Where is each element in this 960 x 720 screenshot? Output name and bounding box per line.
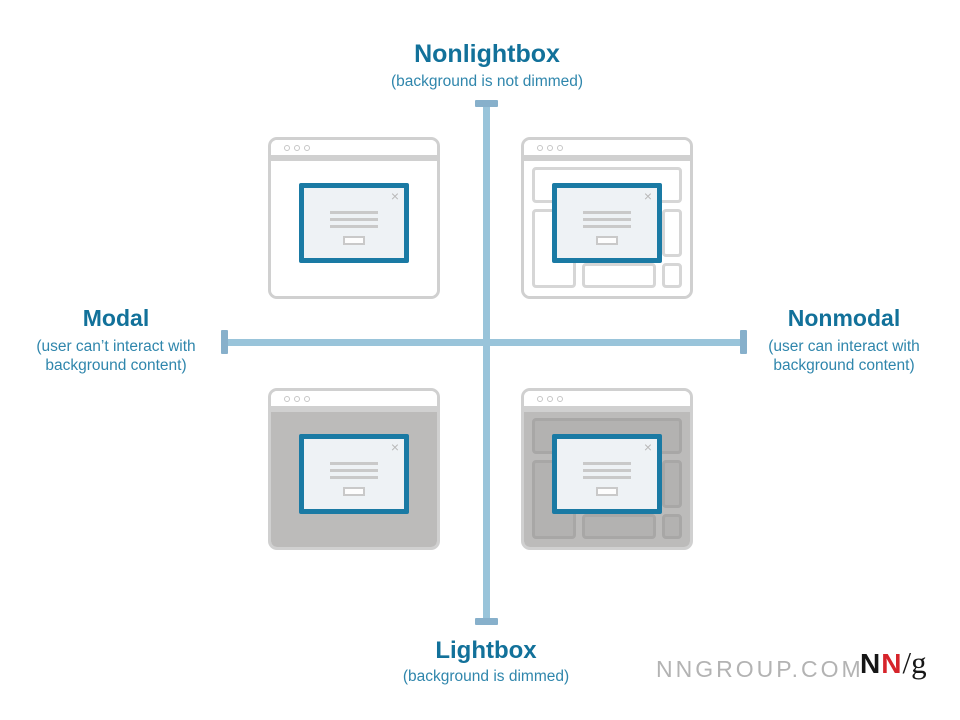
- horizontal-axis-right-cap: [740, 330, 747, 354]
- dialog-text-placeholder: [330, 211, 378, 232]
- content-block: [662, 514, 682, 539]
- close-icon: ×: [643, 188, 652, 204]
- browser-titlebar: [271, 391, 437, 412]
- browser-titlebar: [524, 140, 690, 161]
- window-dot-icon: [284, 395, 290, 402]
- window-dot-icon: [304, 395, 310, 402]
- window-dot-icon: [537, 144, 543, 151]
- axis-title: Lightbox: [435, 637, 537, 664]
- browser-body: ×: [271, 161, 437, 296]
- browser-window-nonmodal-nonlightbox: ×: [521, 137, 693, 299]
- dialog-text-placeholder: [583, 462, 631, 483]
- window-dot-icon: [284, 144, 290, 151]
- window-dot-icon: [557, 395, 563, 402]
- content-block: [662, 460, 682, 508]
- logo-slash-g: /g: [902, 645, 927, 680]
- axis-subtitle: (user can interact with background conte…: [768, 338, 920, 374]
- axis-title: Modal: [82, 305, 150, 331]
- axis-title: Nonlightbox: [414, 40, 560, 68]
- axis-label-modal: Modal (user can’t interact with backgrou…: [36, 305, 195, 375]
- vertical-axis-line: [483, 103, 490, 622]
- close-icon: ×: [390, 188, 399, 204]
- axis-subtitle: (user can’t interact with background con…: [36, 338, 196, 374]
- content-block: [662, 263, 682, 288]
- window-dot-icon: [557, 144, 563, 151]
- window-dot-icon: [547, 395, 553, 402]
- dialog-button-placeholder: [343, 487, 365, 496]
- browser-body-dimmed: ×: [271, 412, 437, 547]
- content-block: [582, 514, 656, 539]
- window-dot-icon: [547, 144, 553, 151]
- window-dot-icon: [294, 395, 300, 402]
- browser-titlebar: [524, 391, 690, 412]
- axis-subtitle: (background is dimmed): [402, 668, 570, 685]
- content-block: [582, 263, 656, 288]
- axis-label-nonlightbox: Nonlightbox (background is not dimmed): [391, 40, 583, 91]
- browser-window-nonmodal-lightbox: ×: [521, 388, 693, 550]
- dialog-mockup: ×: [299, 183, 409, 263]
- browser-window-modal-lightbox: ×: [268, 388, 440, 550]
- window-dot-icon: [537, 395, 543, 402]
- browser-body: ×: [524, 161, 690, 296]
- vertical-axis-bottom-cap: [475, 618, 498, 625]
- horizontal-axis-left-cap: [221, 330, 228, 354]
- nngroup-site-text: NNGROUP.COM: [656, 656, 864, 682]
- vertical-axis-top-cap: [475, 100, 498, 107]
- close-icon: ×: [390, 439, 399, 455]
- dialog-text-placeholder: [583, 211, 631, 232]
- horizontal-axis-line: [228, 339, 740, 346]
- browser-body-dimmed: ×: [524, 412, 690, 547]
- browser-titlebar: [271, 140, 437, 161]
- dialog-button-placeholder: [343, 236, 365, 245]
- content-block: [662, 209, 682, 257]
- dialog-text-placeholder: [330, 462, 378, 483]
- axis-label-nonmodal: Nonmodal (user can interact with backgro…: [768, 305, 920, 375]
- window-dot-icon: [294, 144, 300, 151]
- dialog-mockup: ×: [552, 183, 662, 263]
- dialog-button-placeholder: [596, 236, 618, 245]
- axis-subtitle: (background is not dimmed): [390, 73, 584, 90]
- browser-window-modal-nonlightbox: ×: [268, 137, 440, 299]
- logo-letter-n-black: N: [860, 648, 882, 679]
- window-dot-icon: [304, 144, 310, 151]
- axis-label-lightbox: Lightbox (background is dimmed): [403, 637, 569, 686]
- dialog-mockup: ×: [299, 434, 409, 514]
- dialog-button-placeholder: [596, 487, 618, 496]
- logo-letter-n-red: N: [881, 648, 902, 679]
- axis-title: Nonmodal: [787, 305, 901, 331]
- close-icon: ×: [643, 439, 652, 455]
- dialog-mockup: ×: [552, 434, 662, 514]
